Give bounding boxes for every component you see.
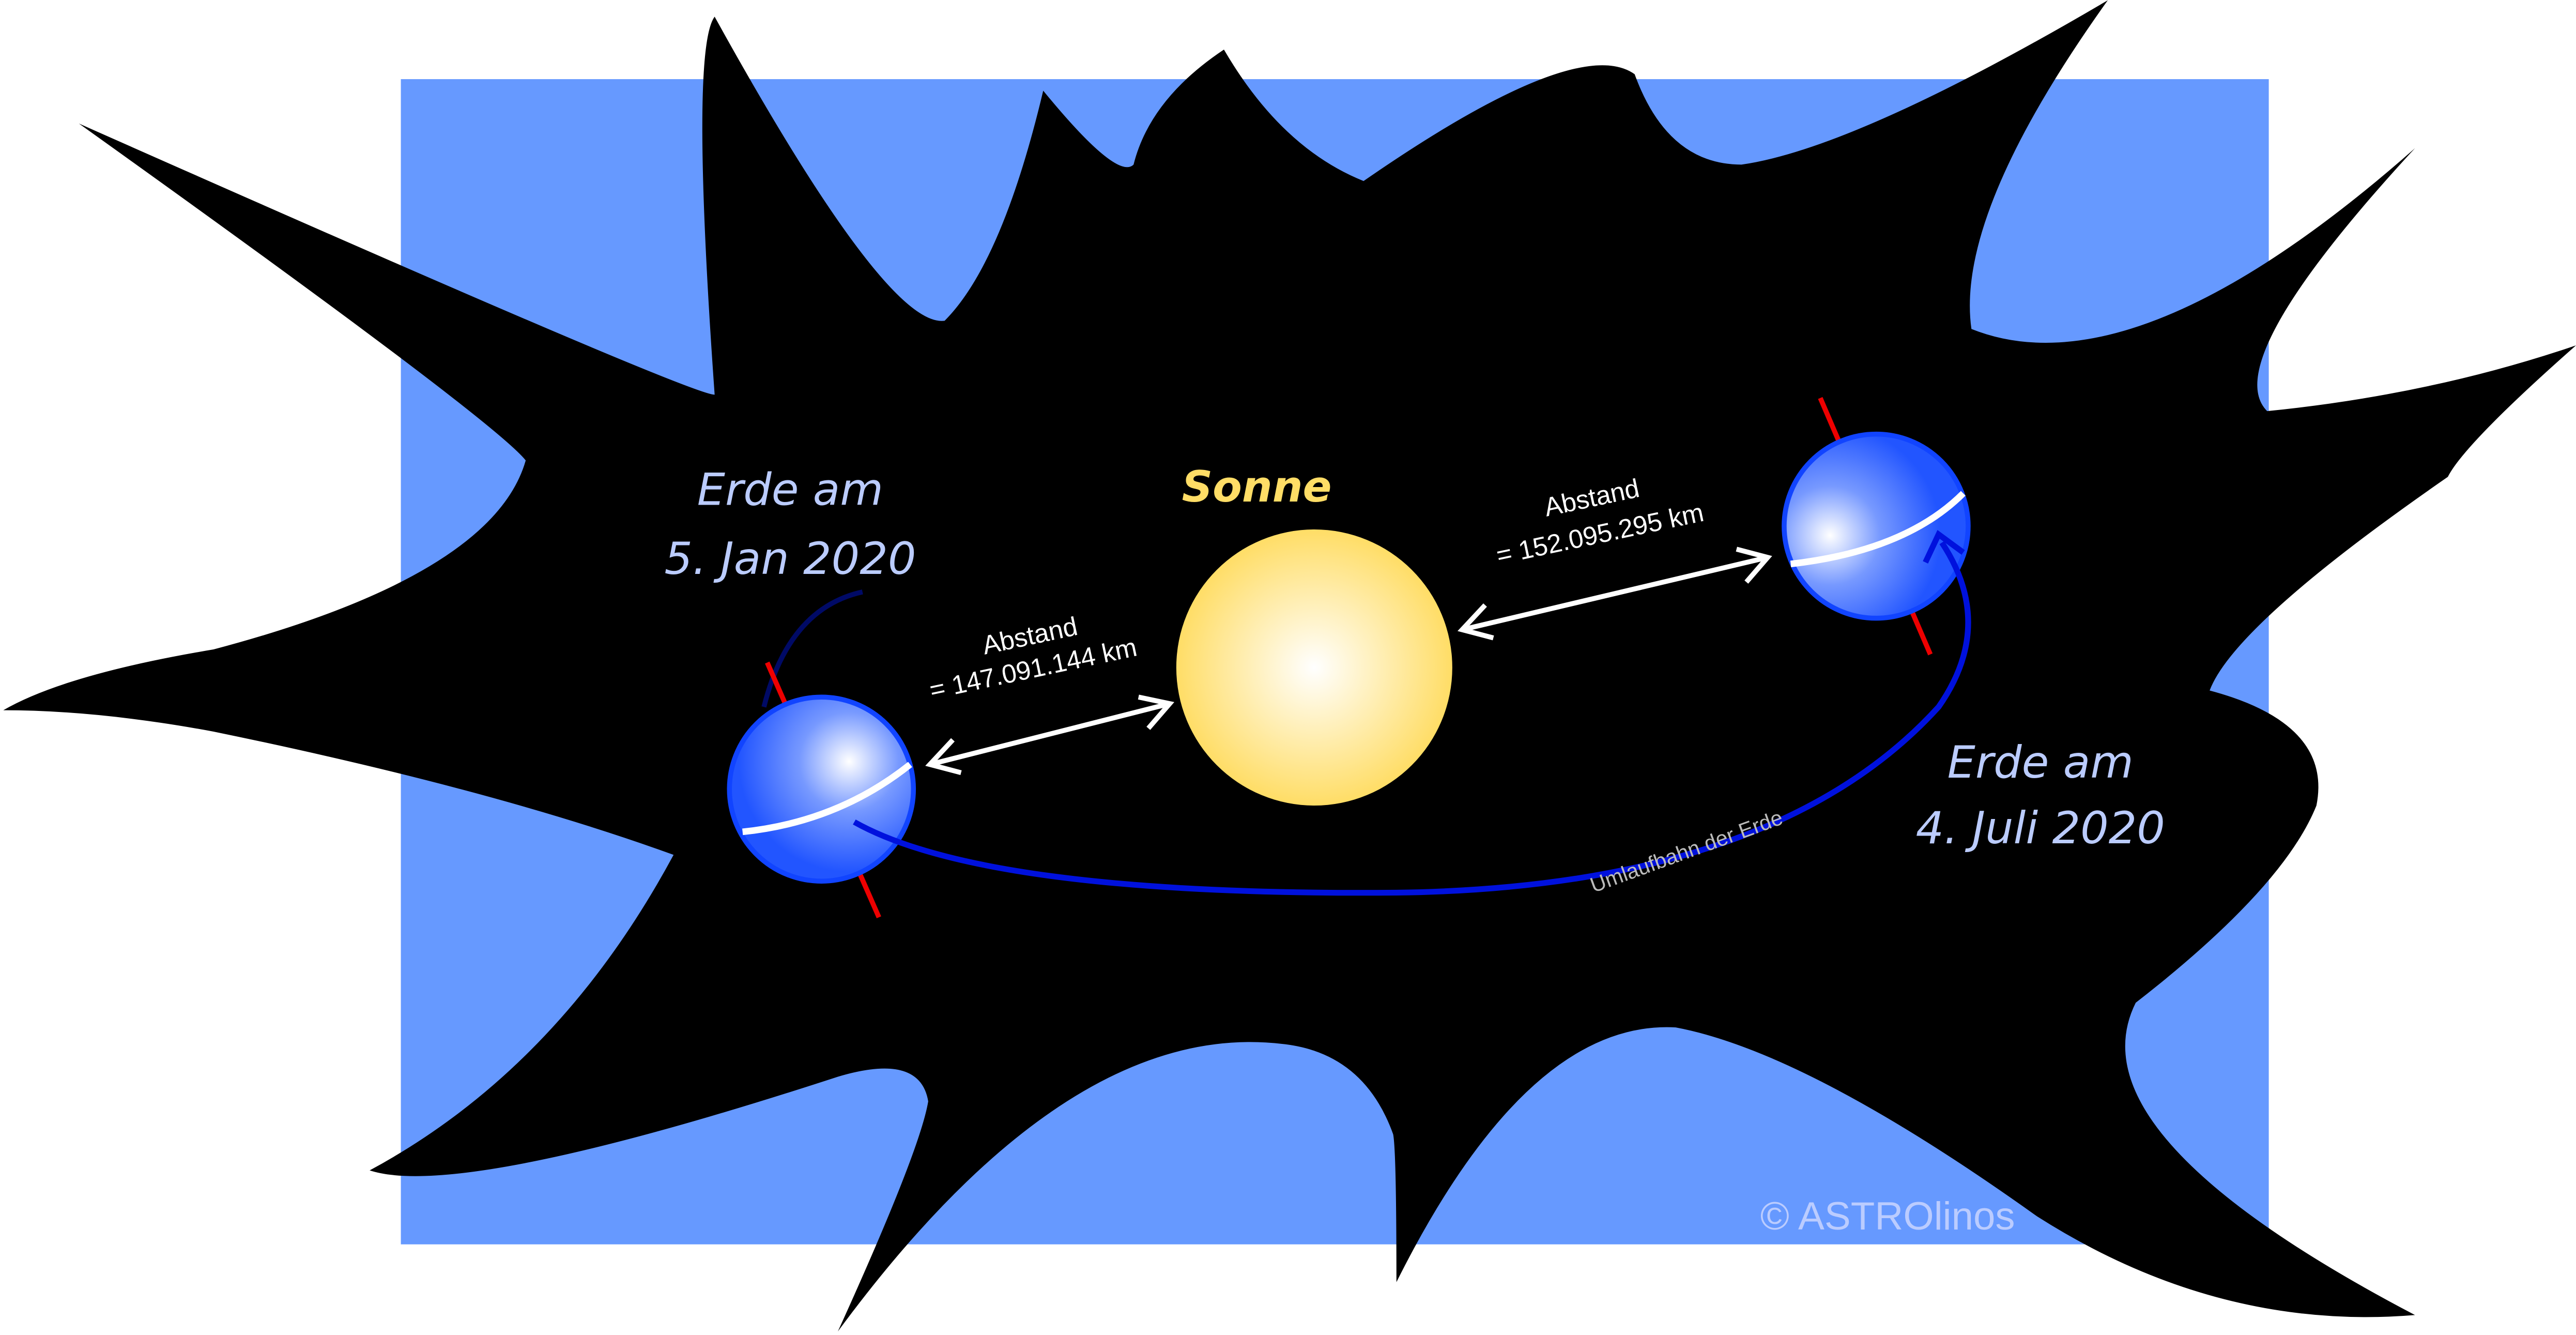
orbit-arrow-icon xyxy=(1923,530,1965,564)
orbit-back xyxy=(761,589,863,708)
earth-equator xyxy=(1790,491,1966,568)
orbit-front xyxy=(853,541,1971,896)
earth-july-label-line2: 4. Juli 2020 xyxy=(1916,802,2165,854)
earth-july xyxy=(1782,397,1971,656)
earth-january-label-line2: 5. Jan 2020 xyxy=(664,533,916,585)
earth-july-label-line1: Erde am xyxy=(1948,737,2134,788)
earth-january-label-line1: Erde am xyxy=(697,464,883,515)
earth-january xyxy=(727,661,916,919)
distance-arrow-perihelion xyxy=(925,694,1175,776)
sun-label: Sonne xyxy=(1182,462,1332,512)
sun xyxy=(1176,529,1452,806)
earth-equator xyxy=(742,762,912,836)
copyright: © ASTROlinos xyxy=(1760,1194,2015,1238)
distance-arrow-aphelion xyxy=(1457,547,1772,641)
